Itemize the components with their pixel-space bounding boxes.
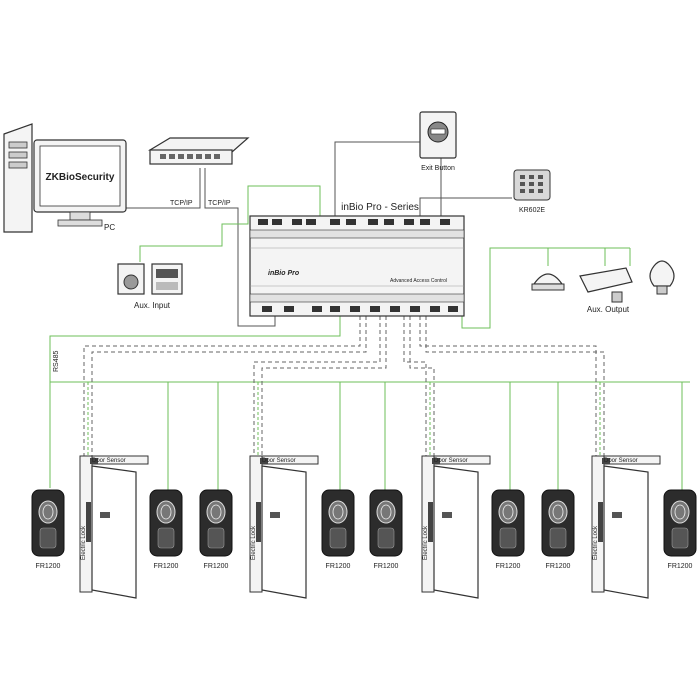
door4-dash [419,316,597,456]
fingerprint-sensor-icon [498,500,518,524]
electric-lock-label: Electric Lock [593,525,599,560]
electric-lock-label: Electric Lock [423,525,429,560]
tcpip-label-1: TCP/IP [170,200,193,207]
reader-label: FR1200 [36,563,61,570]
keypad-cable [419,197,512,216]
door-handle-icon [442,512,452,518]
door3-dash-2 [409,316,435,456]
door-leaf [433,465,479,599]
door-sensor-label: Door Sensor [434,458,468,464]
electric-lock-icon [598,502,603,542]
pc-caption: PC [104,223,115,232]
reader-label: FR1200 [374,563,399,570]
reader-label: FR1200 [668,563,693,570]
door-leaf [261,465,307,599]
reader-label: FR1200 [546,563,571,570]
door1-dash [83,316,361,456]
fr1200-reader: FR1200 [199,489,233,570]
network-switch [147,137,250,165]
keypad-label: KR602E [519,207,545,214]
fr1200-reader: FR1200 [149,489,183,570]
fr1200-reader: FR1200 [321,489,355,570]
door-handle-icon [270,512,280,518]
door-handle-icon [612,512,622,518]
controller: inBio Pro - Series inBio Pro Advanced Ac… [249,202,465,317]
electric-lock-label: Electric Lock [81,525,87,560]
fr1200-reader: FR1200 [663,489,697,570]
door-handle-icon [100,512,110,518]
pc-tower [3,123,33,233]
electric-lock-icon [428,502,433,542]
door-sensor-label: Door Sensor [604,458,638,464]
fr1200-reader: FR1200 [369,489,403,570]
switch-controller-cable [204,168,276,327]
door3-dash [403,316,427,456]
door-leaf [603,465,649,599]
exit-button-label: Exit Button [421,165,455,172]
door2-dash-2 [261,316,387,456]
siren-icon [532,273,564,285]
fingerprint-sensor-icon [38,500,58,524]
door-sensor-label: Door Sensor [92,458,126,464]
fingerprint-sensor-icon [206,500,226,524]
pc: ZKBioSecurity PC [3,123,127,233]
door2-dash [253,316,381,456]
fr1200-reader: FR1200 [541,489,575,570]
aux-output-label: Aux. Output [587,305,630,314]
door-sensor-icon [90,458,98,464]
aux-input-cable [139,185,321,262]
fingerprint-sensor-icon [156,500,176,524]
rs485-label: RS485 [53,350,60,372]
fr1200-reader: FR1200 [491,489,525,570]
reader-label: FR1200 [204,563,229,570]
fingerprint-sensor-icon [548,500,568,524]
rs485-bus-left [49,316,341,488]
fingerprint-sensor-icon [670,500,690,524]
pc-stand [57,219,103,227]
camera-icon [579,267,633,293]
reader-label: FR1200 [326,563,351,570]
pc-screen [39,145,121,207]
electric-lock-icon [86,502,91,542]
fr1200-reader: FR1200 [31,489,65,570]
door-leaf [91,465,137,599]
readers: FR1200 FR1200 FR1200 FR1200 FR1200 FR1200 FR12… [31,489,697,570]
aux-input: Aux. Input [117,263,183,310]
reader-label: FR1200 [496,563,521,570]
controller-series-title: inBio Pro - Series [341,202,419,213]
fingerprint-sensor-icon [328,500,348,524]
door-sensor-icon [602,458,610,464]
door-sensor-label: Door Sensor [262,458,296,464]
door-sensor-icon [260,458,268,464]
fingerprint-sensor-icon [376,500,396,524]
exit-button-cable [334,141,420,216]
bulb-icon [649,260,675,287]
aux-input-label: Aux. Input [134,301,171,310]
controller-subtitle: Advanced Access Control [390,278,447,284]
aux-output-bus [461,247,630,329]
aux-output: Aux. Output [531,260,675,314]
tcpip-label-2: TCP/IP [208,200,231,207]
electric-lock-label: Electric Lock [251,525,257,560]
door4-dash-2 [425,316,605,456]
controller-logo: inBio Pro [268,270,300,277]
wiring [49,141,690,490]
door1-dash-2 [91,316,367,456]
door-sensor-icon [432,458,440,464]
electric-lock-icon [256,502,261,542]
exit-button: Exit Button [419,111,457,172]
reader-label: FR1200 [154,563,179,570]
pc-switch-cable [126,168,201,209]
pc-software-label: ZKBioSecurity [46,172,115,183]
keypad: KR602E [513,169,551,214]
